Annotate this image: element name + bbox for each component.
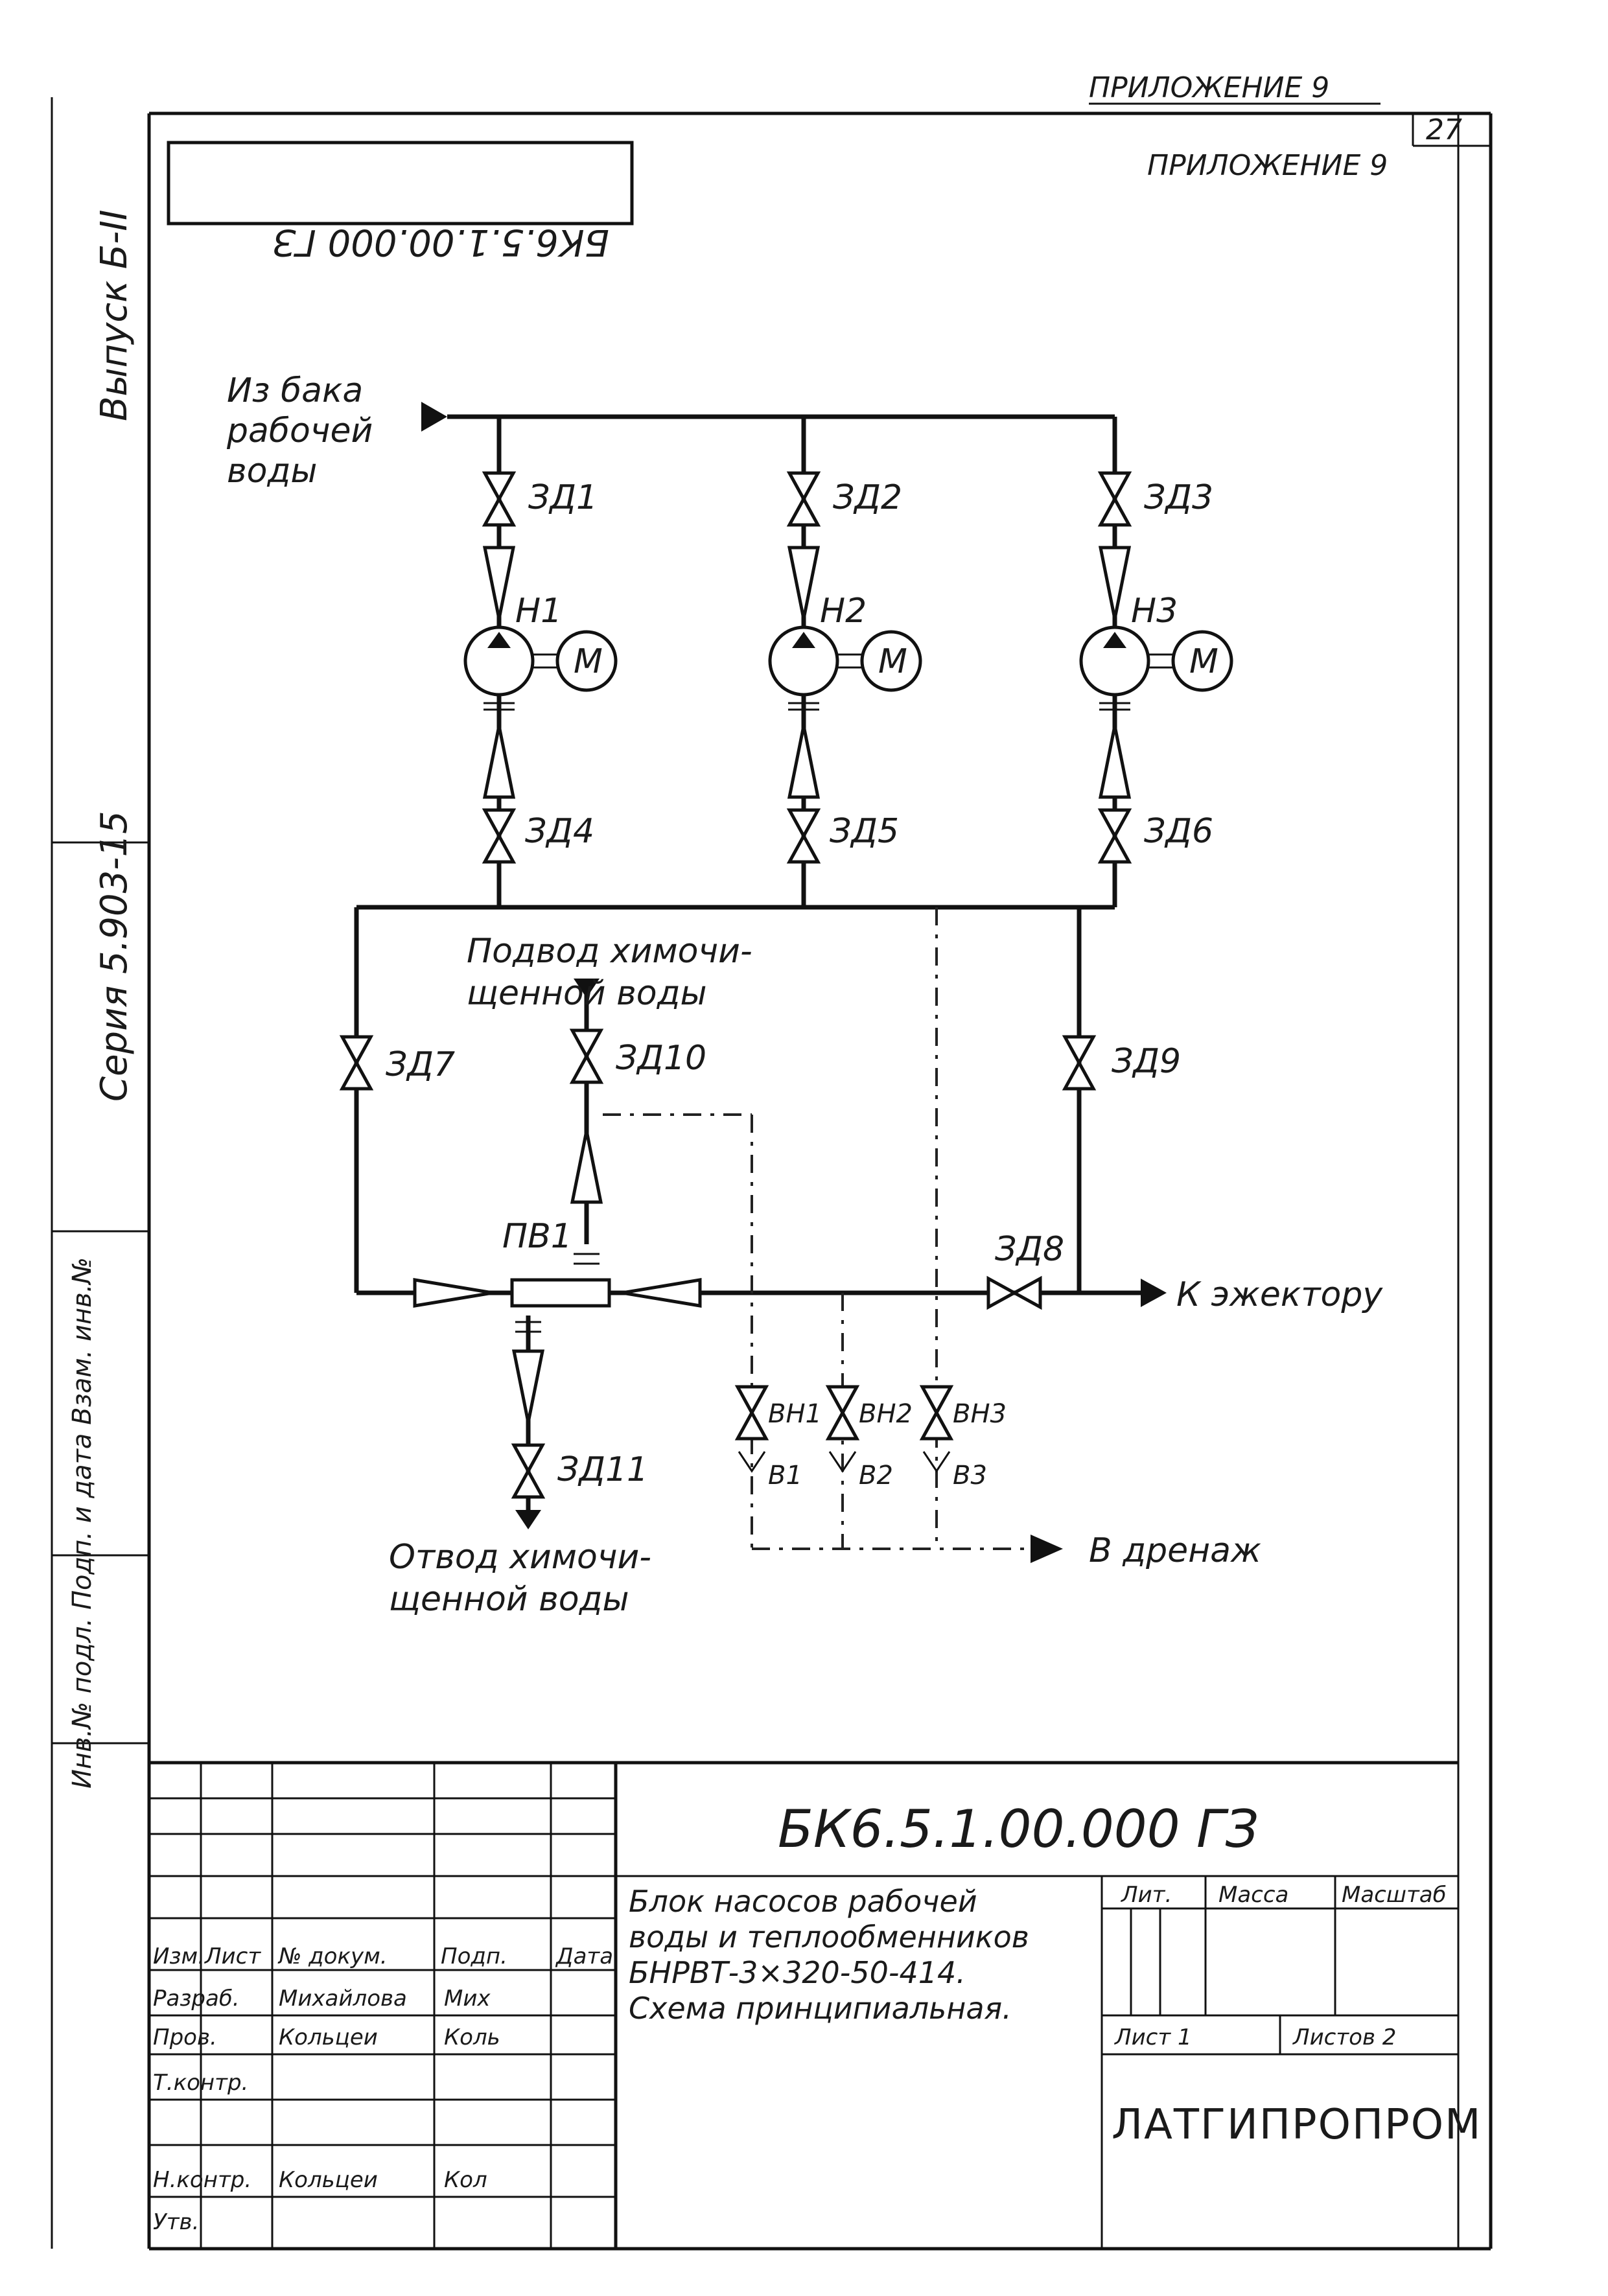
label-zd1: ЗД1 (528, 478, 598, 517)
label-zd6: ЗД6 (1144, 812, 1213, 851)
label-zd2: ЗД2 (833, 478, 902, 517)
appendix-top: ПРИЛОЖЕНИЕ 9 (1089, 71, 1329, 104)
reducer-supply (572, 1131, 601, 1202)
svg-text:щенной воды: щенной воды (467, 974, 707, 1013)
valve-zd11-symbol (514, 1445, 542, 1497)
title-block (149, 1761, 1458, 2249)
svg-text:Подвод химочи-: Подвод химочи- (467, 932, 752, 971)
scale-label: Масштаб (1342, 1882, 1447, 1908)
supply-label: Подвод химочи- щенной воды (467, 932, 752, 1013)
mass-label: Масса (1218, 1882, 1288, 1908)
label-zd4: ЗД4 (525, 812, 594, 851)
valve-zd9-symbol (1065, 1037, 1093, 1089)
margin-stamp-text: Инв.№ подл. Подп. и дата Взам. инв.№ (67, 1257, 97, 1789)
svg-text:воды и теплообменников: воды и теплообменников (629, 1919, 1029, 1954)
label-vn1: ВН1 (768, 1399, 822, 1429)
label-zd8: ЗД8 (995, 1230, 1064, 1269)
label-zd5: ЗД5 (830, 812, 899, 851)
ejector-label: К эжектору (1176, 1275, 1383, 1314)
drain-valves (738, 1387, 951, 1473)
sign-checker: Коль (444, 2024, 500, 2050)
motor-3-label: М (1189, 642, 1218, 681)
reducer-outlet (514, 1351, 542, 1422)
outlet-label: Отвод химочи- щенной воды (389, 1538, 651, 1619)
svg-text:щенной воды: щенной воды (389, 1580, 629, 1619)
role-checker: Пров. (153, 2024, 217, 2050)
ejector-arrow (1141, 1279, 1167, 1307)
pump-branch-2 (768, 473, 922, 862)
label-v3: В3 (953, 1461, 987, 1490)
label-vn3: ВН3 (953, 1399, 1007, 1429)
organization-name: ЛАТГИПРОПРОМ (1112, 2101, 1482, 2149)
svg-text:Из бака: Из бака (227, 371, 363, 410)
sheet-label: Лист 1 (1113, 2024, 1192, 2050)
label-zd3: ЗД3 (1144, 478, 1213, 517)
label-zd9: ЗД9 (1112, 1042, 1181, 1081)
drain-arrow (1031, 1535, 1063, 1563)
heater-pv1 (413, 1253, 702, 1333)
name-developer: Михайлова (279, 1986, 407, 2012)
series-label: Серия 5.903-15 (93, 811, 135, 1102)
svg-text:воды: воды (227, 452, 317, 491)
sign-developer: Мих (444, 1986, 491, 2012)
role-approved: Утв. (153, 2209, 199, 2235)
drain-label: В дренаж (1089, 1531, 1261, 1570)
sheets-label: Листов 2 (1292, 2024, 1396, 2050)
svg-text:Схема принципиальная.: Схема принципиальная. (629, 1991, 1012, 2026)
label-v1: В1 (768, 1461, 802, 1490)
sign-norm-control: Кол (444, 2167, 487, 2193)
label-vn2: ВН2 (859, 1399, 913, 1429)
pump-branch-3 (1079, 473, 1233, 862)
label-zd11: ЗД11 (557, 1450, 648, 1489)
doc-code: БК6.5.1.00.000 ГЗ (778, 1799, 1259, 1859)
valve-zd10-symbol (572, 1030, 601, 1082)
outlet-arrow (515, 1510, 541, 1529)
label-zd7: ЗД7 (386, 1045, 455, 1084)
label-h3: Н3 (1131, 592, 1178, 631)
col-head-date: Дата (555, 1943, 613, 1969)
label-h2: Н2 (820, 592, 867, 631)
sheet-frame (51, 97, 1493, 2251)
mirrored-stamp: БК6.5.1.00.000 ГЗ (273, 221, 609, 263)
svg-text:БНРВТ-3×320-50-414.: БНРВТ-3×320-50-414. (629, 1955, 966, 1990)
svg-text:рабочей: рабочей (226, 412, 373, 450)
label-v2: В2 (859, 1461, 893, 1490)
col-head-docno: № докум. (277, 1943, 388, 1969)
valve-zd7-symbol (342, 1037, 371, 1089)
source-label: Из бака рабочей воды (226, 371, 373, 491)
label-h1: Н1 (515, 592, 562, 631)
valve-zd8-symbol (988, 1279, 1040, 1307)
mirrored-stamp-box (167, 141, 634, 226)
svg-text:Блок насосов рабочей: Блок насосов рабочей (629, 1884, 977, 1919)
label-zd10: ЗД10 (616, 1039, 706, 1078)
role-norm-control: Н.контр. (153, 2167, 251, 2193)
motor-2-label: М (878, 642, 907, 681)
name-norm-control: Кольцеи (279, 2167, 378, 2193)
lit-label: Лит. (1120, 1882, 1172, 1908)
supply-arrow (574, 979, 600, 998)
col-head-change: Изм.Лист (153, 1943, 261, 1969)
motor-1-label: М (574, 642, 603, 681)
inlet-arrow (421, 402, 447, 432)
col-head-sign: Подп. (441, 1943, 507, 1969)
issue-label: Выпуск Б-II (93, 210, 135, 421)
name-checker: Кольцеи (279, 2024, 378, 2050)
svg-text:Отвод химочи-: Отвод химочи- (389, 1538, 651, 1577)
role-tech-control: Т.контр. (153, 2070, 248, 2096)
role-developer: Разраб. (153, 1986, 240, 2012)
appendix-inner: ПРИЛОЖЕНИЕ 9 (1147, 149, 1388, 182)
pump-branch-1 (463, 473, 618, 862)
doc-title: Блок насосов рабочей воды и теплообменни… (629, 1884, 1029, 2026)
sheet-number: 27 (1426, 113, 1462, 146)
label-pv1: ПВ1 (502, 1217, 572, 1256)
